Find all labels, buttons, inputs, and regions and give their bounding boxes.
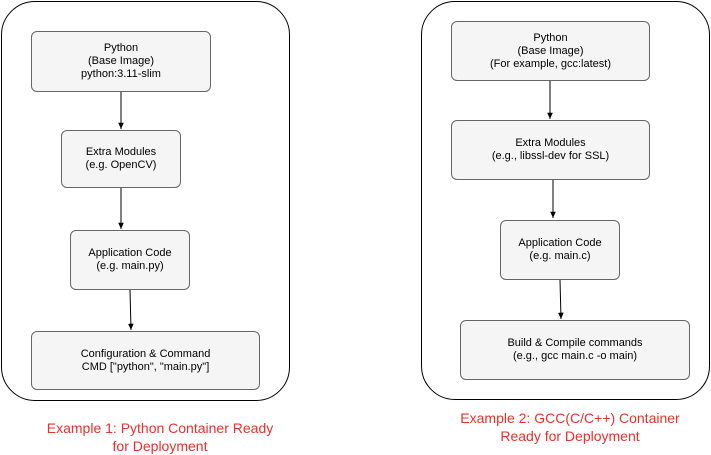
ex2-base-image-subtitle: (Base Image)	[517, 44, 584, 57]
ex2-build-compile-example: (e.g., gcc main.c -o main)	[512, 350, 638, 362]
ex1-base-image-title: Python	[103, 42, 139, 54]
ex2-base-image-example: (For example, gcc:latest)	[489, 57, 612, 70]
ex1-application-code-node: Application Code (e.g. main.py)	[70, 230, 190, 290]
ex2-build-compile-title: Build & Compile commands	[507, 337, 643, 349]
ex2-caption: Example 2: GCC(C/C++) Container Ready fo…	[430, 409, 710, 445]
ex2-base-image-title: Python	[533, 31, 568, 44]
ex1-application-code-title: Application Code	[88, 247, 172, 259]
ex2-extra-modules-node: Extra Modules (e.g., libssl-dev for SSL)	[451, 120, 650, 180]
ex1-caption-line2: for Deployment	[112, 438, 208, 454]
ex1-base-image-node: Python (Base Image) python:3.11-slim	[31, 31, 211, 92]
ex1-extra-modules-example: (e.g. OpenCV)	[85, 159, 157, 171]
ex1-config-command-cmd: CMD ["python", "main.py"]	[81, 360, 210, 373]
ex2-caption-line1: Example 2: GCC(C/C++) Container	[460, 410, 680, 426]
ex1-base-image-subtitle: (Base Image)	[87, 55, 155, 67]
ex1-application-code-example: (e.g. main.py)	[96, 260, 164, 272]
ex2-extra-modules-title: Extra Modules	[515, 137, 586, 149]
ex1-extra-modules-title: Extra Modules	[85, 146, 157, 158]
ex1-config-command-node: Configuration & Command CMD ["python", "…	[31, 331, 260, 390]
ex1-caption-line1: Example 1: Python Container Ready	[46, 420, 274, 436]
ex2-application-code-example: (e.g. main.c)	[529, 250, 591, 262]
ex2-build-compile-node: Build & Compile commands (e.g., gcc main…	[460, 320, 690, 380]
ex2-base-image-node: Python (Base Image) (For example, gcc:la…	[451, 21, 650, 81]
ex2-application-code-node: Application Code (e.g. main.c)	[500, 220, 620, 280]
ex2-caption-line2: Ready for Deployment	[500, 428, 640, 444]
ex1-config-command-title: Configuration & Command	[80, 347, 211, 360]
ex1-base-image-tag: python:3.11-slim	[81, 68, 161, 80]
ex1-extra-modules-node: Extra Modules (e.g. OpenCV)	[61, 130, 181, 188]
ex1-caption: Example 1: Python Container Ready for De…	[20, 419, 300, 455]
ex2-application-code-title: Application Code	[518, 237, 602, 249]
ex2-extra-modules-example: (e.g., libssl-dev for SSL)	[491, 150, 610, 162]
